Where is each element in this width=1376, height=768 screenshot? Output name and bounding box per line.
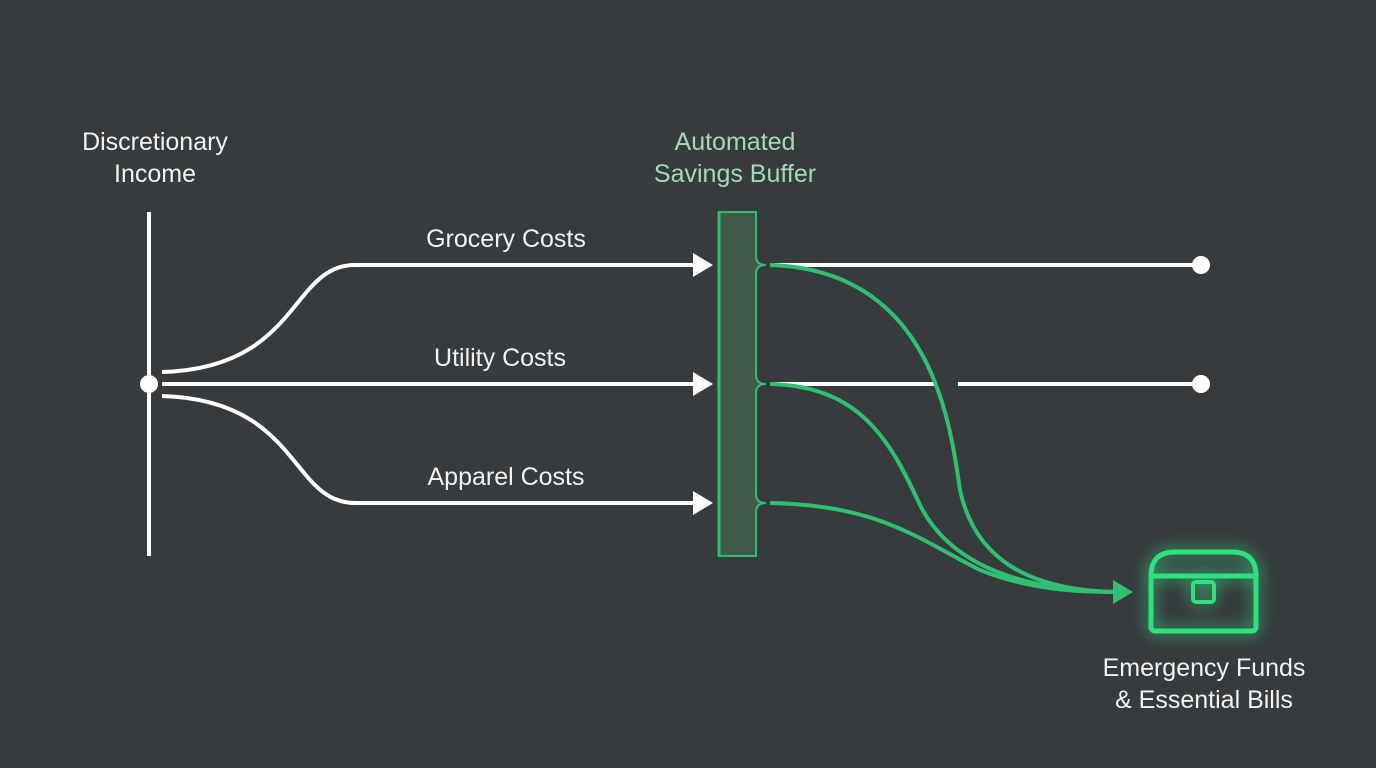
buffer-label: Automated Savings Buffer (620, 126, 850, 190)
savings-arrowhead (1113, 580, 1133, 604)
utility-savings-flow (769, 382, 1116, 594)
destination-label-line2: & Essential Bills (1115, 686, 1293, 714)
apparel-flow-line (161, 394, 700, 505)
flow-label-utility: Utility Costs (434, 344, 566, 372)
utility-arrowhead (693, 372, 713, 396)
apparel-arrowhead (693, 491, 713, 515)
buffer-label-line2: Savings Buffer (653, 160, 817, 188)
flow-label-apparel: Apparel Costs (427, 463, 585, 491)
source-node (140, 375, 158, 393)
destination-label-line1: Emergency Funds (1102, 654, 1306, 682)
apparel-savings-flow (769, 501, 1116, 594)
flow-label-grocery: Grocery Costs (426, 225, 586, 253)
grocery-flow-line (161, 263, 700, 374)
treasure-chest-icon (1148, 549, 1259, 634)
grocery-savings-flow (769, 263, 1116, 594)
source-label: Discretionary Income (55, 126, 255, 190)
grocery-arrowhead (693, 253, 713, 277)
source-label-line2: Income (114, 160, 196, 188)
grocery-end-node (1192, 256, 1210, 274)
destination-label: Emergency Funds & Essential Bills (1074, 652, 1334, 716)
buffer-label-line1: Automated (674, 128, 796, 156)
source-label-line1: Discretionary (82, 128, 228, 156)
savings-buffer-block (718, 211, 767, 557)
utility-end-node (1192, 375, 1210, 393)
